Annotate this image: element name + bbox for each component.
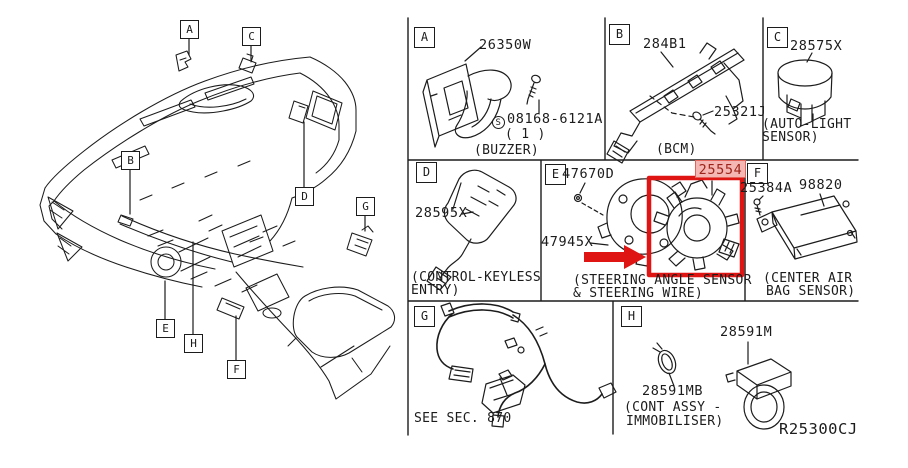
part-number-28591mb: 28591MB (642, 383, 704, 399)
caption-buzzer: (BUZZER) (474, 143, 540, 158)
section-label-f: F (747, 163, 768, 184)
highlight-region[interactable] (584, 175, 745, 278)
part-number-284b1: 284B1 (643, 36, 687, 52)
center-airbag-sensor-illustration (753, 193, 858, 260)
bcm-illustration (606, 42, 745, 164)
callout-g: G (356, 197, 375, 216)
part-number-28591m: 28591M (720, 324, 773, 340)
harness-illustration (436, 302, 617, 428)
caption-airbag-1: (CENTER AIR (763, 271, 853, 286)
part-number-98820: 98820 (799, 177, 843, 193)
section-label-g: G (414, 306, 435, 327)
callout-a: A (180, 20, 199, 39)
caption-keyless-1: (CONTROL-KEYLESS (411, 270, 542, 285)
callout-c: C (242, 27, 261, 46)
auto-light-sensor-illustration (777, 52, 833, 127)
screw-symbol-icon: S (492, 116, 505, 129)
caption-auto-light-2: SENSOR) (762, 130, 819, 145)
caption-airbag-2: BAG SENSOR) (766, 284, 856, 299)
caption-steering-1: (STEERING ANGLE SENSOR (573, 273, 752, 288)
screw-quantity: ( 1 ) (505, 127, 546, 142)
highlighted-part-number-25554[interactable]: 25554 (695, 160, 746, 178)
part-number-25384a: 25384A (740, 180, 793, 196)
caption-keyless-2: ENTRY) (411, 283, 460, 298)
callout-b: B (121, 151, 140, 170)
section-label-a: A (414, 27, 435, 48)
caption-see-sec-870: SEE SEC. 870 (414, 411, 512, 426)
caption-immobiliser-2: IMMOBILISER) (626, 414, 724, 429)
immobiliser-illustration (652, 341, 792, 430)
keyless-control-illustration (426, 169, 517, 291)
grid-lines (407, 17, 859, 436)
callout-h: H (184, 334, 203, 353)
highlight-arrow-icon (584, 245, 646, 269)
caption-immobiliser-1: (CONT ASSY - (624, 400, 722, 415)
caption-auto-light-1: (AUTO-LIGHT (762, 117, 852, 132)
part-number-28575x: 28575X (790, 38, 843, 54)
diagram-reference-code: R25300CJ (779, 420, 858, 438)
section-label-e: E (545, 164, 566, 185)
screw-part-text: 08168-6121A (507, 111, 604, 127)
section-label-c: C (767, 27, 788, 48)
section-label-b: B (609, 24, 630, 45)
caption-steering-2: & STEERING WIRE) (573, 286, 704, 301)
caption-bcm: (BCM) (656, 142, 697, 157)
part-number-25321j: 25321J (714, 104, 767, 120)
part-number-28595x: 28595X (415, 205, 468, 221)
callout-f: F (227, 360, 246, 379)
buzzer-illustration (422, 46, 541, 148)
callout-e: E (156, 319, 175, 338)
dashboard-illustration (39, 50, 396, 400)
part-number-47670d: 47670D (562, 166, 615, 182)
part-number-47945x: 47945X (541, 234, 594, 250)
callout-d: D (295, 187, 314, 206)
section-label-d: D (416, 162, 437, 183)
callout-leader-lines (129, 37, 366, 361)
section-label-h: H (621, 306, 642, 327)
part-number-26350w: 26350W (479, 37, 532, 53)
